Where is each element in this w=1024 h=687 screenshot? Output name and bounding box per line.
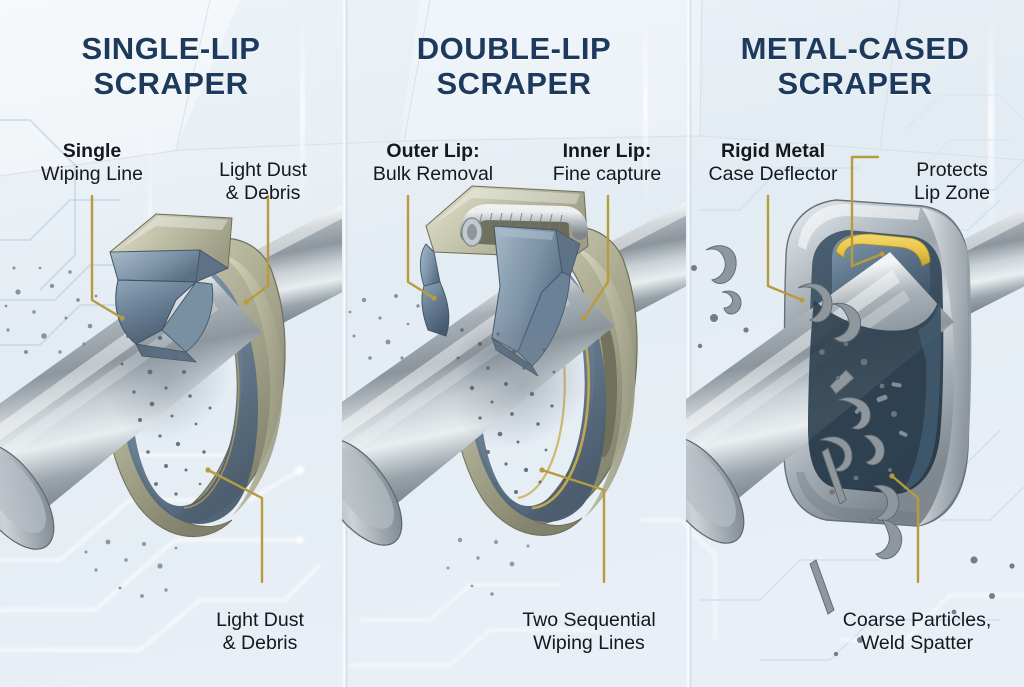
callout-coarse-particles-weld-spatter: Coarse Particles, Weld Spatter bbox=[814, 590, 1020, 673]
callout-head: Single bbox=[62, 140, 122, 162]
illustration-metal-cased-scraper bbox=[686, 199, 1024, 657]
callout-rigid-metal-case-deflector: Rigid Metal Case Deflector bbox=[690, 140, 856, 186]
panel-single-lip: SINGLE-LIP SCRAPER bbox=[0, 0, 342, 687]
dust-particles-on-rod bbox=[456, 328, 556, 494]
callout-sub: Protects Lip Zone bbox=[914, 158, 990, 204]
callout-outer-lip: Outer Lip: Bulk Removal bbox=[348, 140, 518, 186]
callout-sub: Case Deflector bbox=[708, 162, 838, 185]
callout-single-wiping-line: Single Wiping Line bbox=[14, 140, 170, 186]
illustration-single-lip-scraper bbox=[0, 205, 342, 598]
panel-title-single-lip: SINGLE-LIP SCRAPER bbox=[81, 31, 261, 101]
dust-cloud-on-rod bbox=[451, 315, 592, 449]
callout-sub: Light Dust & Debris bbox=[219, 158, 307, 204]
callout-head: Inner Lip: bbox=[562, 140, 652, 162]
dust-particles-bottom bbox=[446, 537, 530, 596]
panel-double-lip: DOUBLE-LIP SCRAPER bbox=[342, 0, 686, 687]
callout-light-dust-debris-top: Light Dust & Debris bbox=[188, 140, 338, 223]
panel-divider-1 bbox=[342, 0, 348, 687]
dust-particles-left bbox=[4, 266, 98, 354]
panel-divider-2 bbox=[686, 0, 692, 687]
callout-two-sequential-wiping-lines: Two Sequential Wiping Lines bbox=[492, 590, 686, 673]
panel-metal-cased: METAL-CASED SCRAPER bbox=[686, 0, 1024, 687]
dust-particles-on-rod bbox=[120, 334, 212, 496]
callout-sub: Light Dust & Debris bbox=[216, 608, 304, 654]
callout-light-dust-debris-bottom: Light Dust & Debris bbox=[178, 590, 342, 673]
seal-top-block-with-spring bbox=[419, 185, 589, 377]
callout-sub: Coarse Particles, Weld Spatter bbox=[842, 608, 992, 654]
callout-protects-lip-zone: Protects Lip Zone bbox=[882, 140, 1022, 223]
callout-sub: Bulk Removal bbox=[372, 162, 494, 185]
panel-title-metal-cased: METAL-CASED SCRAPER bbox=[740, 31, 970, 101]
callout-sub: Two Sequential Wiping Lines bbox=[522, 608, 656, 654]
callout-inner-lip: Inner Lip: Fine capture bbox=[528, 140, 686, 186]
dust-particles-bottom bbox=[84, 539, 178, 598]
callout-head: Outer Lip: bbox=[386, 140, 480, 162]
dust-cloud-on-rod bbox=[105, 324, 231, 440]
dust-particles-left bbox=[348, 294, 420, 360]
callout-sub: Fine capture bbox=[552, 162, 662, 185]
garter-spring bbox=[460, 203, 588, 247]
callout-sub: Wiping Line bbox=[41, 162, 143, 185]
panel-title-double-lip: DOUBLE-LIP SCRAPER bbox=[416, 31, 612, 101]
callout-head: Rigid Metal bbox=[720, 140, 825, 162]
illustration-double-lip-scraper bbox=[342, 185, 686, 596]
